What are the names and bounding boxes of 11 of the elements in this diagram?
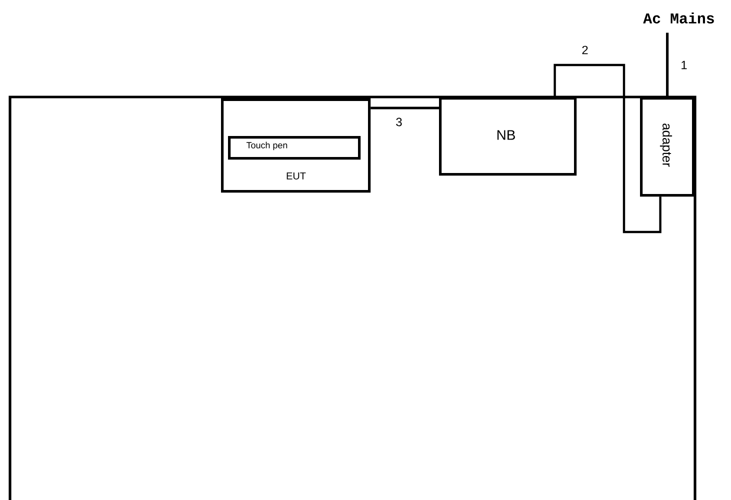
adapter-box: adapter xyxy=(640,97,695,197)
nb-box: NB xyxy=(439,97,577,176)
touch-pen-box: Touch pen xyxy=(228,136,361,160)
cable xyxy=(666,32,669,97)
cable xyxy=(554,64,662,234)
edge-label: 2 xyxy=(582,46,588,54)
mains-label: Ac Mains xyxy=(643,12,714,24)
cable xyxy=(370,106,439,110)
edge-label: 3 xyxy=(396,118,402,126)
edge-label: 1 xyxy=(682,60,687,70)
table-outline xyxy=(8,96,696,500)
